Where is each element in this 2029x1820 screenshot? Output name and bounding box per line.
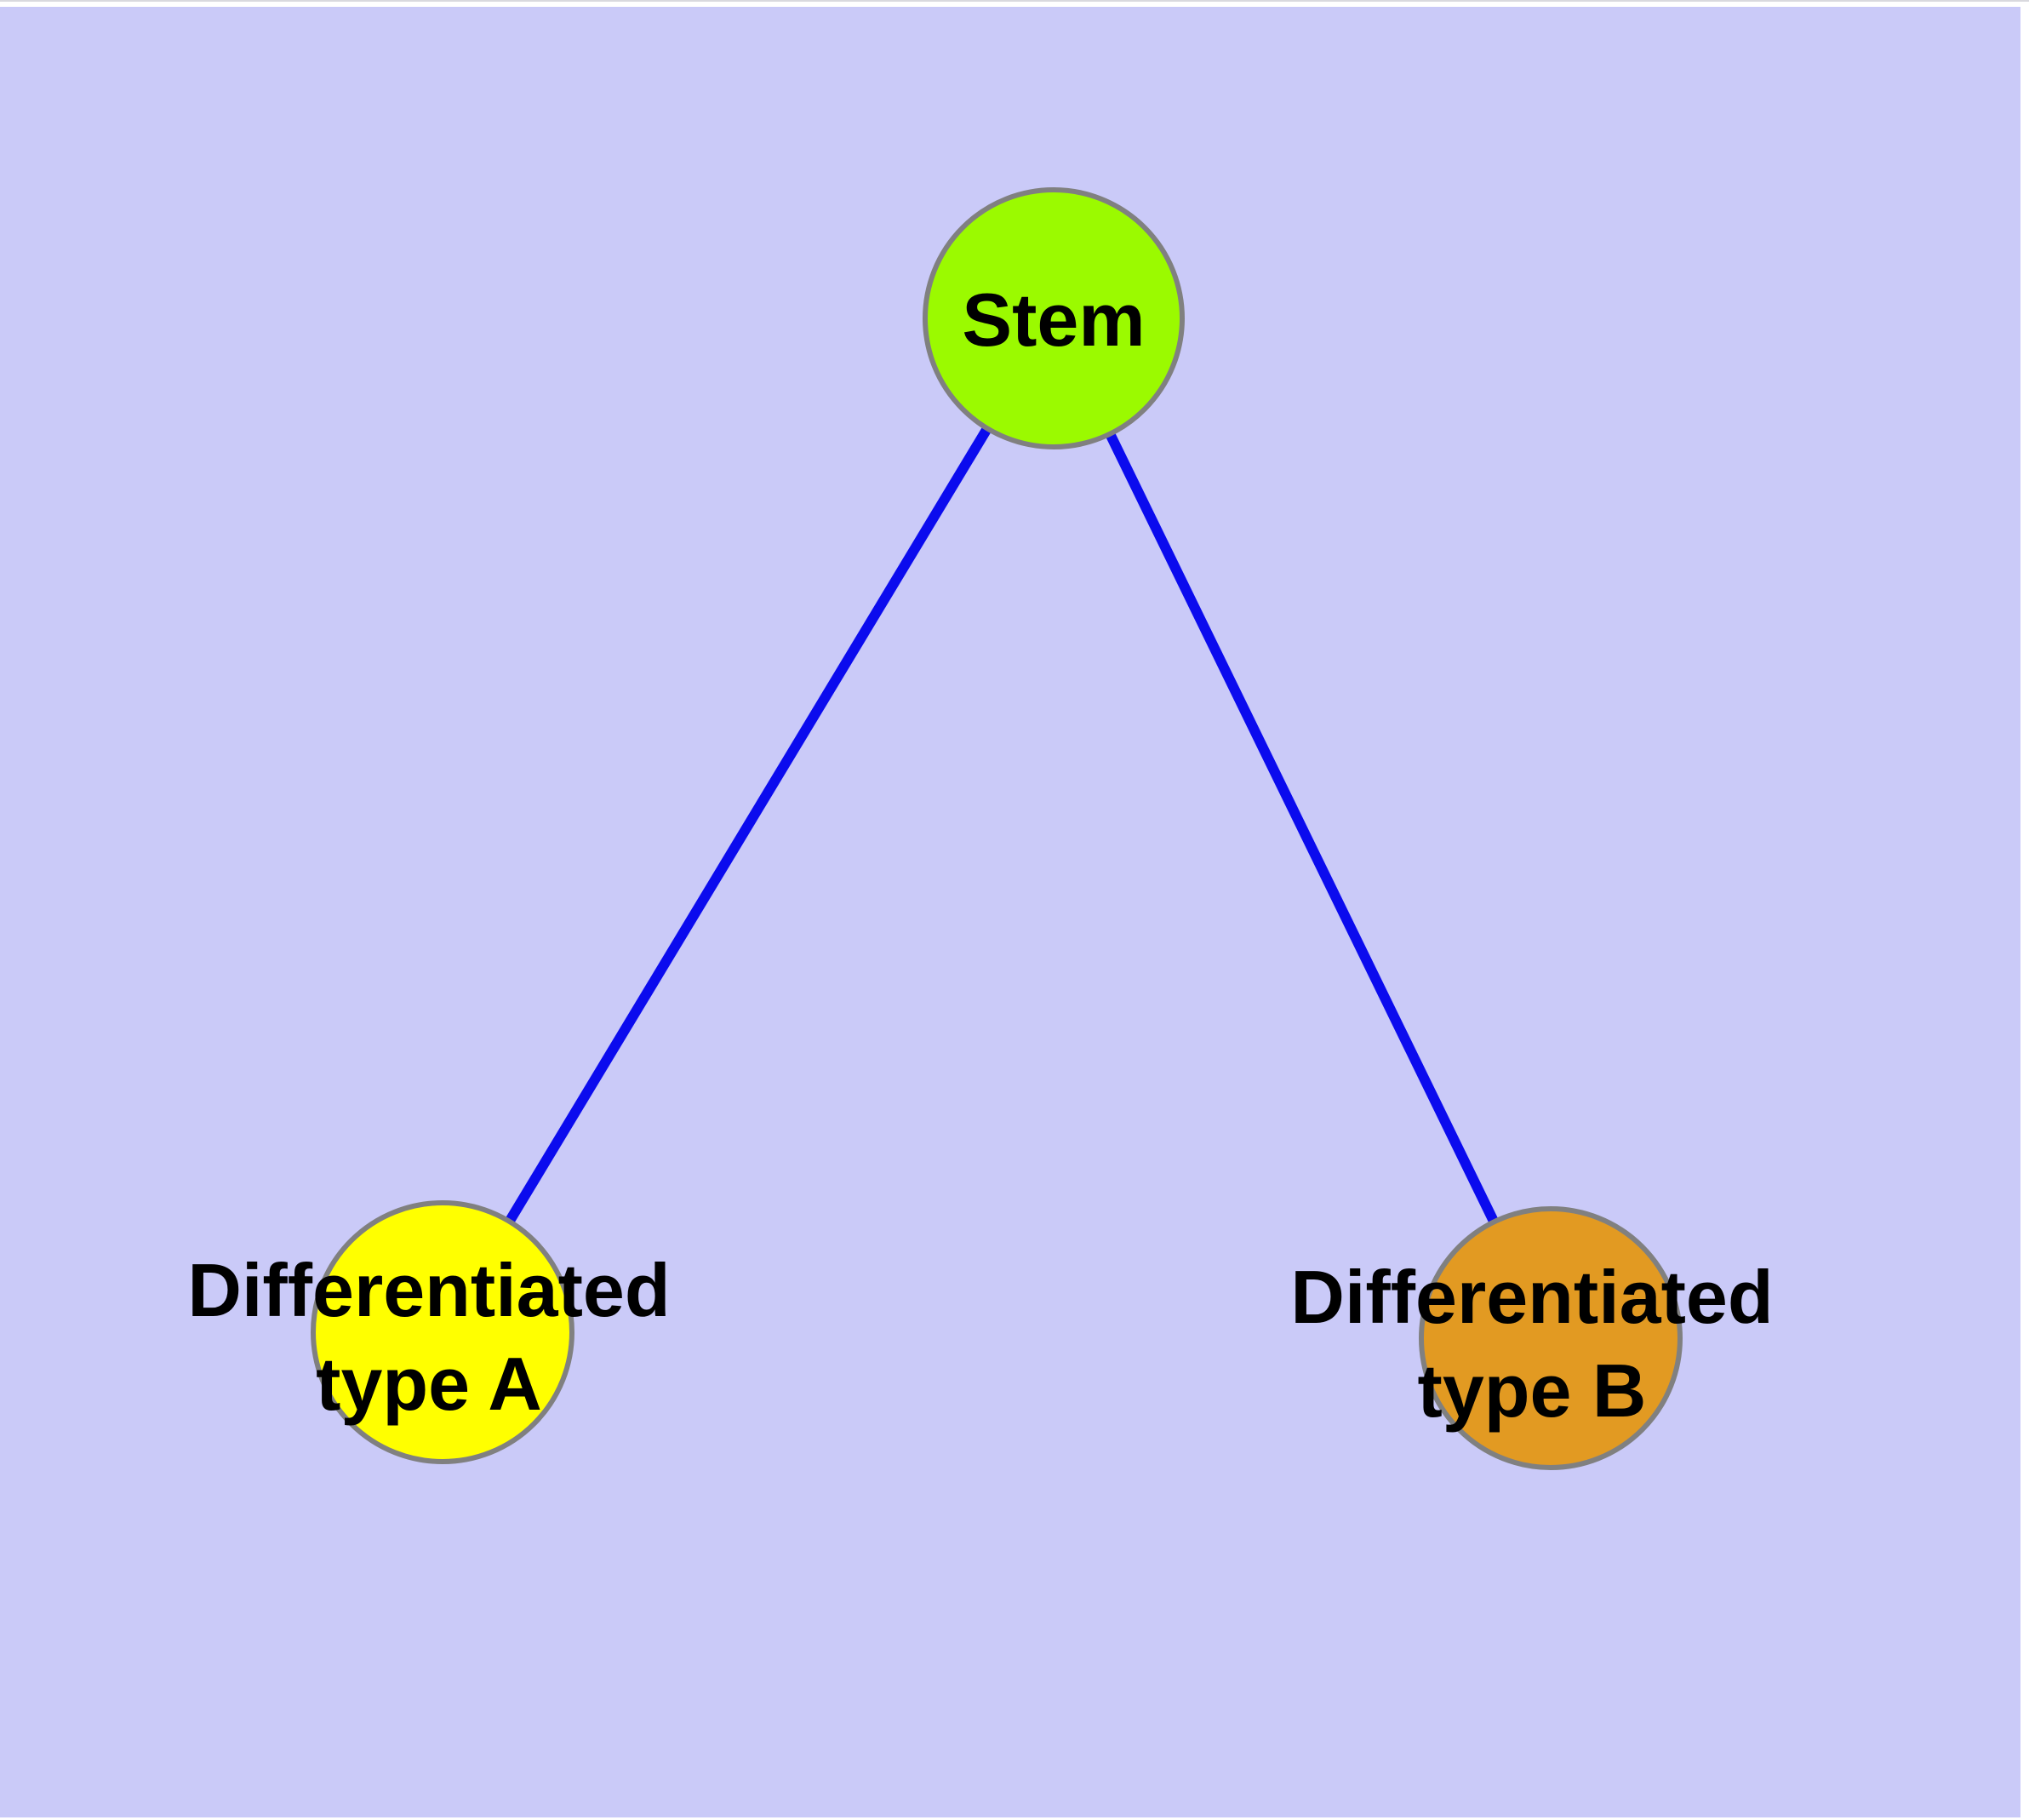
- type-a-node: [311, 1200, 574, 1464]
- type-b-node: [1419, 1206, 1683, 1470]
- stem-node-label-line: Stem: [962, 278, 1146, 362]
- edge-stem-to-type-b: [1049, 316, 1556, 1341]
- stem-node: [923, 187, 1185, 449]
- type-b-node-label-line-2: type B: [1417, 1348, 1647, 1433]
- type-a-node-label-line-2: type A: [316, 1342, 542, 1426]
- stem-node-label: Stem: [962, 273, 1145, 367]
- edge-stem-to-type-a: [437, 315, 1059, 1336]
- type-b-node-label-line-1: Differentiated: [1290, 1255, 1774, 1339]
- type-b-node-label: Differentiated type B: [1290, 1251, 1773, 1438]
- type-a-node-label: Differentiated type A: [187, 1244, 670, 1431]
- top-border-line: [0, 0, 2029, 2]
- type-a-node-label-line-1: Differentiated: [187, 1248, 671, 1332]
